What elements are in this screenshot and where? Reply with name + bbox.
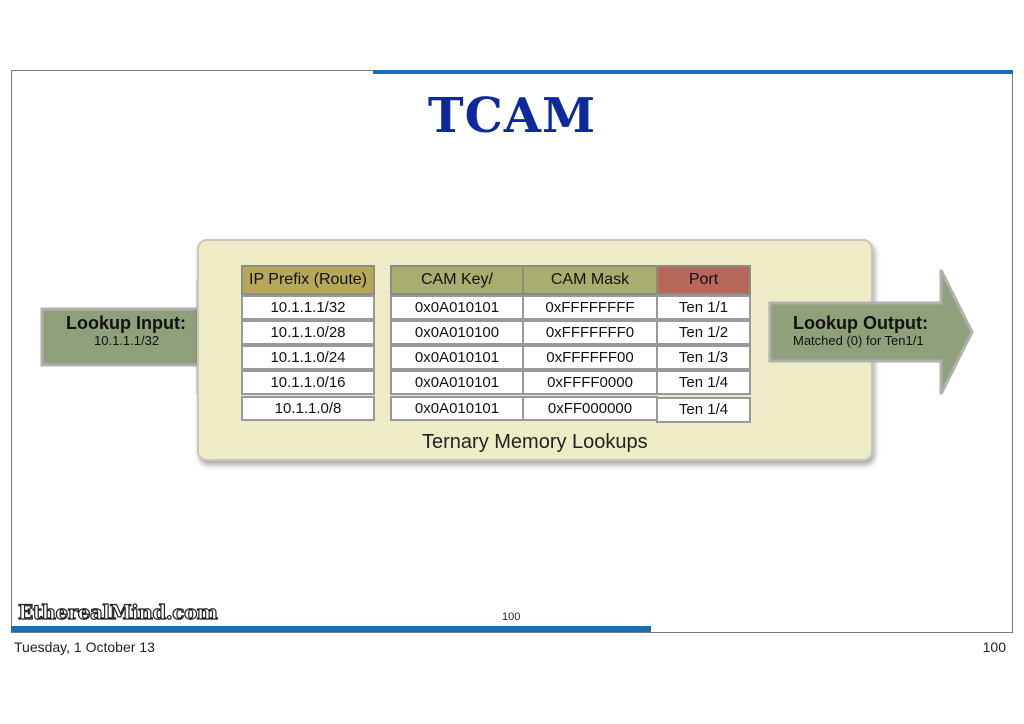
row-4-prefix: 10.1.1.0/16 — [241, 370, 375, 395]
row-1-mask: 0xFFFFFFFF — [522, 295, 658, 320]
row-1-port: Ten 1/1 — [656, 295, 751, 320]
row-2-key: 0x0A010100 — [390, 320, 524, 345]
top-accent-rule — [373, 70, 1013, 74]
row-5-prefix: 10.1.1.0/8 — [241, 396, 375, 421]
row-2-prefix: 10.1.1.0/28 — [241, 320, 375, 345]
slide-title: TCAM — [427, 88, 597, 144]
row-3-prefix: 10.1.1.0/24 — [241, 345, 375, 370]
row-1-prefix: 10.1.1.1/32 — [241, 295, 375, 320]
lookup-input-value: 10.1.1.1/32 — [94, 333, 160, 348]
row-5-key: 0x0A010101 — [390, 396, 524, 421]
row-3-key: 0x0A010101 — [390, 345, 524, 370]
row-2-port: Ten 1/2 — [656, 320, 751, 345]
row-4-mask: 0xFFFF0000 — [522, 370, 658, 395]
row-5-mask: 0xFF000000 — [522, 396, 658, 421]
lookup-input-title: Lookup Input: — [66, 313, 186, 333]
row-3-mask: 0xFFFFFF00 — [522, 345, 658, 370]
ethereal-mind-logo: EtherealMind.com — [17, 599, 218, 624]
row-2-mask: 0xFFFFFFF0 — [522, 320, 658, 345]
slide-page-number: 100 — [502, 611, 521, 623]
lookup-output-value: Matched (0) for Ten1/1 — [793, 333, 924, 348]
header-port: Port — [656, 265, 751, 295]
lookup-output-arrow — [768, 269, 974, 395]
header-cam-mask: CAM Mask — [522, 265, 658, 295]
header-cam-key: CAM Key/ — [390, 265, 524, 295]
footer-page-number: 100 — [982, 639, 1006, 655]
row-5-port: Ten 1/4 — [656, 397, 751, 423]
row-4-key: 0x0A010101 — [390, 370, 524, 395]
bottom-accent-rule — [11, 626, 651, 632]
header-ip-prefix: IP Prefix (Route) — [241, 265, 375, 295]
row-4-port: Ten 1/4 — [656, 370, 751, 395]
panel-caption: Ternary Memory Lookups — [422, 431, 648, 453]
footer-date: Tuesday, 1 October 13 — [14, 639, 155, 655]
lookup-output-title: Lookup Output: — [793, 313, 928, 333]
row-3-port: Ten 1/3 — [656, 345, 751, 370]
row-1-key: 0x0A010101 — [390, 295, 524, 320]
